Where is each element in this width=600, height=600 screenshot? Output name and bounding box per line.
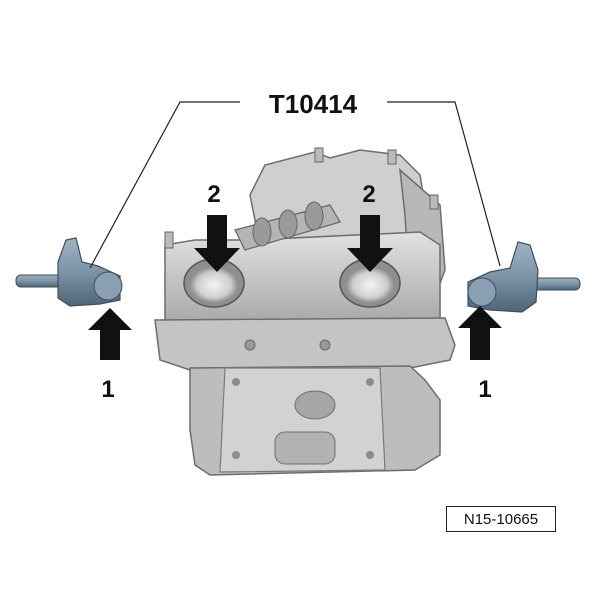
front-bolt-1	[232, 378, 240, 386]
tool-right	[467, 241, 581, 313]
figure-reference: N15-10665	[463, 510, 539, 528]
stud-4	[429, 194, 439, 210]
plate-bolt-1	[244, 339, 256, 351]
callout-2-right: 2	[362, 181, 375, 208]
callout-2-left: 2	[207, 181, 220, 208]
arrow-2-right	[347, 215, 393, 272]
front-bolt-4	[366, 451, 374, 459]
arrow-2-left	[194, 215, 240, 272]
tool-leader-lines	[89, 101, 501, 269]
leader-line-right	[387, 101, 501, 267]
stud-1	[164, 231, 174, 249]
front-port-large	[294, 390, 336, 420]
cylinder-head	[154, 147, 456, 476]
front-bolt-3	[232, 451, 240, 459]
camshaft	[234, 201, 341, 251]
figure-reference-box: N15-10665	[446, 506, 556, 532]
head-front-plate	[154, 317, 456, 371]
head-front-face	[219, 367, 386, 473]
stud-3	[387, 149, 397, 165]
front-port-slot	[274, 431, 336, 465]
plate-bolt-2	[319, 339, 331, 351]
front-bolt-2	[366, 378, 374, 386]
tool-label: T10414	[269, 89, 358, 119]
tool-left	[15, 237, 123, 307]
callout-1-right: 1	[478, 376, 491, 403]
stud-2	[314, 147, 324, 163]
arrow-1-right	[458, 306, 502, 360]
bore-right	[339, 258, 401, 308]
leader-line-left	[89, 101, 240, 269]
arrow-1-left	[88, 308, 132, 360]
bore-left	[183, 258, 245, 308]
callout-1-left: 1	[101, 376, 114, 403]
